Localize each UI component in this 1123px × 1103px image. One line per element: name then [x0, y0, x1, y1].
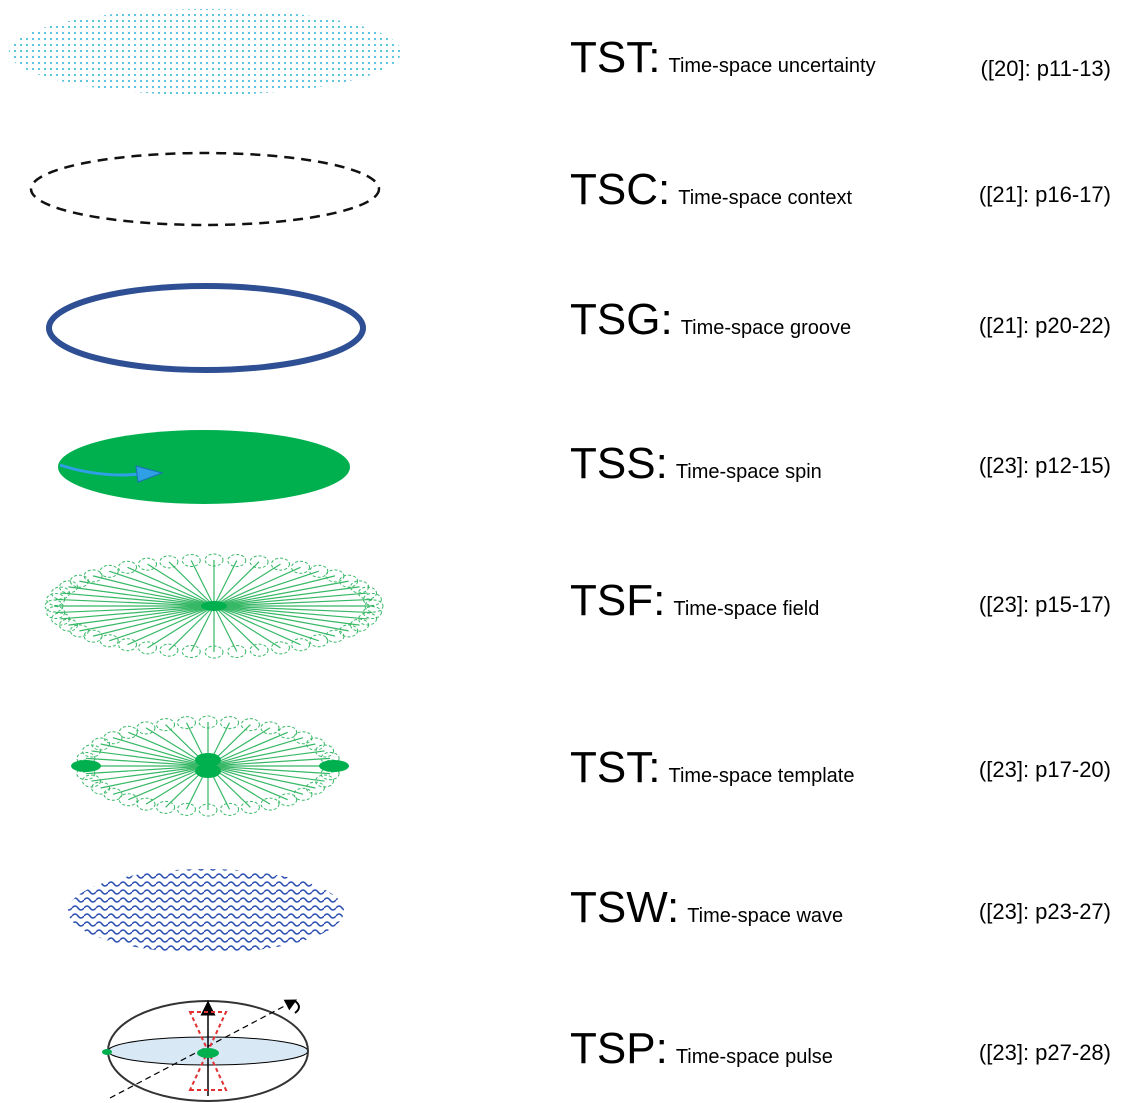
row-abbr: TSC — [570, 165, 658, 214]
row-label: TSG: Time-space groove — [570, 298, 851, 342]
row-label: TSW: Time-space wave — [570, 886, 843, 930]
row-abbr: TSS — [570, 439, 656, 488]
row-reference: ([23]: p23-27) — [978, 899, 1111, 924]
radial-template-icon — [71, 715, 349, 817]
radial-field-icon — [44, 553, 384, 659]
row-label: TSP: Time-space pulse — [570, 1027, 833, 1071]
row-reference: ([23]: p17-20) — [978, 757, 1111, 782]
row-abbr: TSW — [570, 883, 667, 932]
colon: : — [655, 439, 668, 488]
row-description: Time-space uncertainty — [668, 55, 876, 77]
solid-ring-ellipse-icon — [46, 283, 366, 373]
row-description: Time-space pulse — [675, 1046, 833, 1068]
row-description: Time-space field — [673, 598, 820, 620]
colon: : — [655, 1024, 668, 1073]
row-reference: ([23]: p12-15) — [978, 453, 1111, 478]
row-reference: ([23]: p27-28) — [978, 1040, 1111, 1065]
pulse-sphere-icon — [102, 999, 309, 1102]
colon: : — [660, 295, 673, 344]
row-label: TSF: Time-space field — [570, 579, 819, 623]
filled-disc-with-arrow-icon — [58, 430, 350, 504]
colon: : — [648, 743, 661, 792]
row-abbr: TSP — [570, 1024, 656, 1073]
row-description: Time-space context — [678, 187, 853, 209]
row-abbr: TST — [570, 743, 649, 792]
row-reference: ([21]: p16-17) — [978, 182, 1111, 207]
row-description: Time-space wave — [687, 905, 844, 927]
colon: : — [653, 576, 666, 625]
row-reference: ([21]: p20-22) — [978, 313, 1111, 338]
dotted-cloud-ellipse-icon — [9, 9, 401, 95]
wave-pattern-ellipse-icon — [68, 869, 344, 953]
colon: : — [666, 883, 680, 932]
row-reference: ([20]: p11-13) — [980, 56, 1111, 81]
colon: : — [658, 165, 671, 214]
colon: : — [648, 33, 661, 82]
row-abbr: TST — [570, 33, 649, 82]
row-description: Time-space spin — [675, 461, 822, 483]
row-description: Time-space template — [668, 765, 855, 787]
row-label: TST: Time-space template — [570, 746, 854, 790]
row-abbr: TSF — [570, 576, 654, 625]
row-label: TSS: Time-space spin — [570, 442, 822, 486]
row-abbr: TSG — [570, 295, 661, 344]
row-label: TSC: Time-space context — [570, 168, 852, 212]
row-reference: ([23]: p15-17) — [978, 592, 1111, 617]
row-label: TST: Time-space uncertainty — [570, 36, 876, 80]
dashed-ellipse-icon — [29, 151, 381, 227]
row-description: Time-space groove — [680, 317, 852, 339]
